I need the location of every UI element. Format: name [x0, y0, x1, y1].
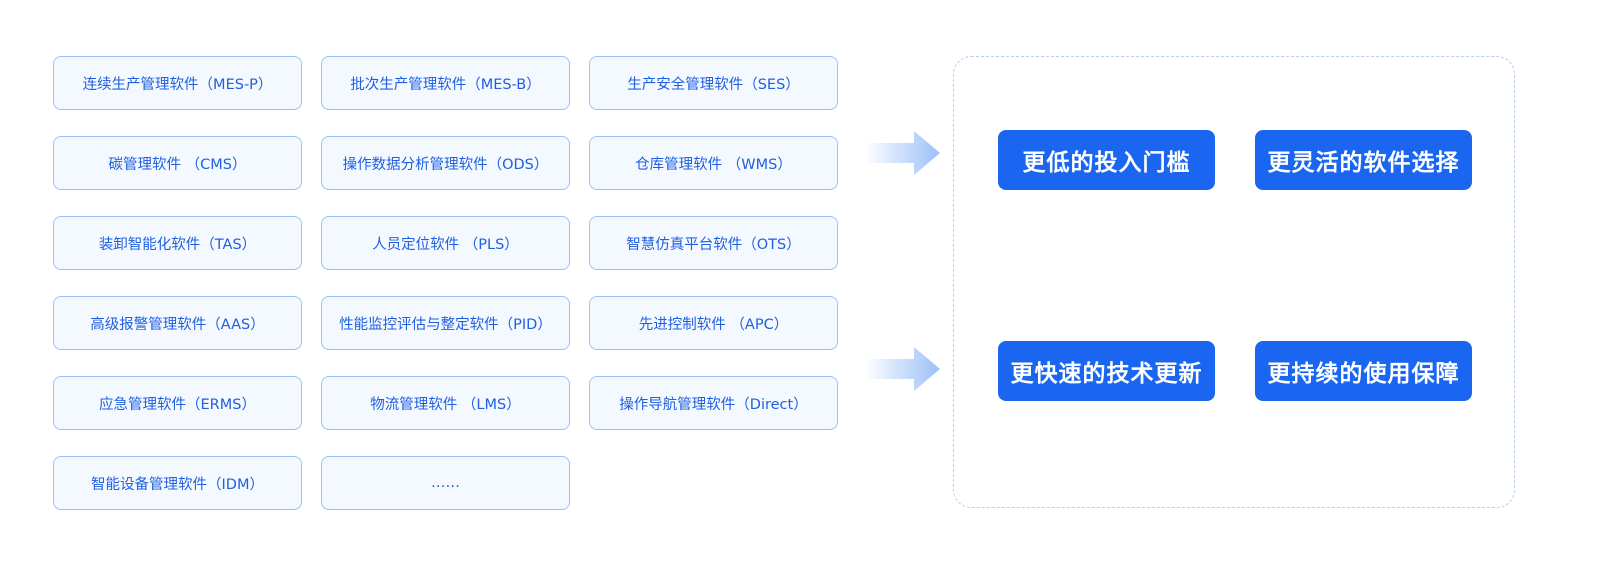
benefit-badge: 更灵活的软件选择 [1255, 130, 1472, 190]
software-card: 先进控制软件 （APC） [589, 296, 838, 350]
software-card: 应急管理软件（ERMS） [53, 376, 302, 430]
software-card: 操作导航管理软件（Direct） [589, 376, 838, 430]
software-card: 智能设备管理软件（IDM） [53, 456, 302, 510]
benefit-badge: 更低的投入门槛 [998, 130, 1215, 190]
benefit-badge: 更快速的技术更新 [998, 341, 1215, 401]
software-card: 生产安全管理软件（SES） [589, 56, 838, 110]
benefits-panel: 更低的投入门槛 更灵活的软件选择 更快速的技术更新 更持续的使用保障 [953, 56, 1515, 508]
benefit-badge: 更持续的使用保障 [1255, 341, 1472, 401]
software-card: 操作数据分析管理软件（ODS） [321, 136, 570, 190]
software-grid: 连续生产管理软件（MES-P） 批次生产管理软件（MES-B） 生产安全管理软件… [53, 56, 838, 510]
right-arrow-icon [864, 131, 940, 175]
software-card: 性能监控评估与整定软件（PID） [321, 296, 570, 350]
right-arrow-icon [864, 347, 940, 391]
software-card: 智慧仿真平台软件（OTS） [589, 216, 838, 270]
software-card: 人员定位软件 （PLS） [321, 216, 570, 270]
software-card: 批次生产管理软件（MES-B） [321, 56, 570, 110]
software-card: 连续生产管理软件（MES-P） [53, 56, 302, 110]
software-card: 仓库管理软件 （WMS） [589, 136, 838, 190]
software-card: 装卸智能化软件（TAS） [53, 216, 302, 270]
software-card: 碳管理软件 （CMS） [53, 136, 302, 190]
software-card: 物流管理软件 （LMS） [321, 376, 570, 430]
software-card: 高级报警管理软件（AAS） [53, 296, 302, 350]
software-card-more: …… [321, 456, 570, 510]
